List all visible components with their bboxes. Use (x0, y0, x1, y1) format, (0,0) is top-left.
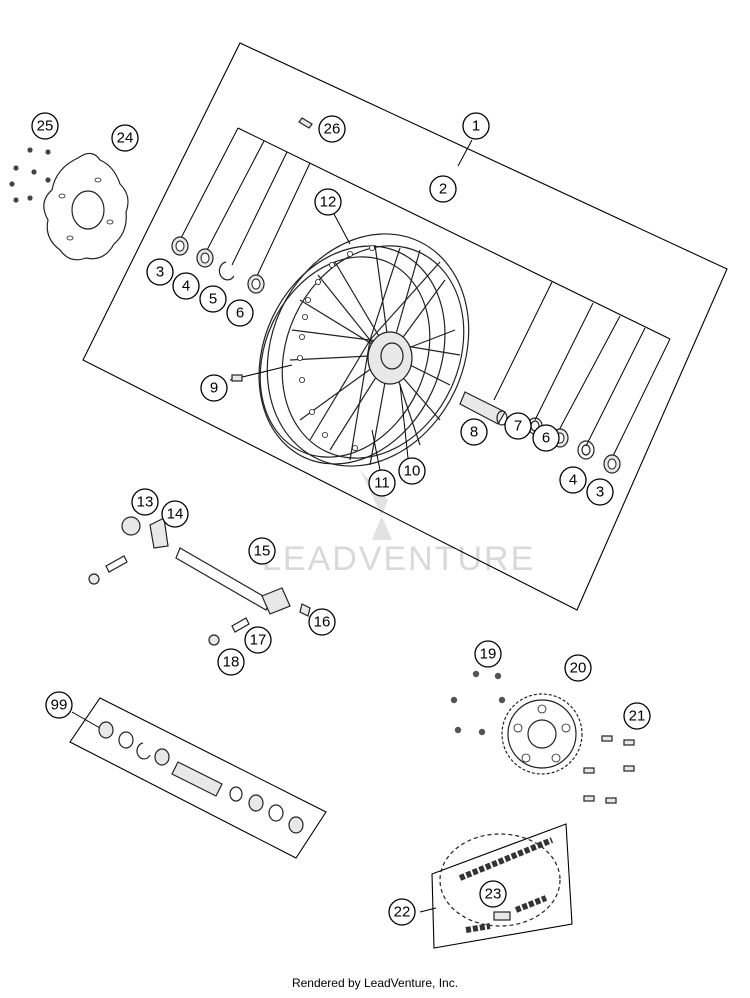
callout-7: 7 (504, 412, 532, 440)
brake-disc (43, 152, 129, 261)
callout-16: 16 (308, 608, 336, 636)
callout-12: 12 (314, 188, 351, 245)
svg-text:LEADVENTURE: LEADVENTURE (262, 540, 535, 578)
callout-6-left: 6 (226, 299, 254, 327)
svg-text:14: 14 (167, 506, 184, 523)
svg-text:20: 20 (570, 660, 587, 677)
svg-text:8: 8 (470, 424, 478, 441)
svg-text:24: 24 (117, 130, 134, 147)
callout-26: 26 (318, 115, 346, 143)
callout-9: 9 (200, 374, 228, 402)
callout-20: 20 (564, 654, 592, 682)
svg-text:3: 3 (156, 264, 164, 281)
disc-bolts (9, 147, 51, 203)
callout-22: 22 (388, 898, 416, 926)
svg-text:13: 13 (137, 494, 154, 511)
svg-text:5: 5 (209, 291, 217, 308)
bolt-26 (298, 117, 313, 129)
callout-11: 11 (368, 429, 396, 497)
callout-18: 18 (217, 648, 245, 676)
svg-text:2: 2 (439, 181, 447, 198)
svg-text:18: 18 (223, 654, 240, 671)
callout-3-right: 3 (586, 478, 614, 506)
svg-text:6: 6 (542, 430, 550, 447)
callout-15: 15 (248, 537, 276, 565)
svg-text:99: 99 (51, 697, 68, 714)
svg-text:4: 4 (569, 472, 577, 489)
watermark: LEADVENTURE (262, 470, 535, 578)
callout-24: 24 (111, 124, 139, 152)
callout-21: 21 (623, 702, 651, 730)
svg-text:4: 4 (182, 278, 190, 295)
svg-text:17: 17 (250, 632, 267, 649)
sprocket-bolts (583, 735, 635, 804)
svg-text:21: 21 (629, 708, 646, 725)
svg-text:22: 22 (394, 904, 411, 921)
valve (229, 364, 293, 382)
callout-25: 25 (31, 112, 59, 140)
sprocket (501, 693, 583, 775)
callout-14: 14 (161, 500, 189, 528)
wheel-assembly-frame (82, 42, 728, 611)
svg-text:19: 19 (480, 646, 497, 663)
bearing-kit (69, 697, 327, 859)
svg-text:3: 3 (596, 484, 604, 501)
callout-17: 17 (244, 626, 272, 654)
rear-wheel (258, 233, 470, 467)
svg-text:6: 6 (236, 305, 244, 322)
callout-23: 23 (479, 880, 507, 908)
callout-4-left: 4 (172, 272, 200, 300)
callout-6-right: 6 (532, 424, 560, 452)
svg-text:23: 23 (485, 886, 502, 903)
callout-5: 5 (199, 285, 227, 313)
svg-text:9: 9 (210, 380, 218, 397)
callout-8: 8 (460, 418, 488, 446)
sprocket-nuts (450, 670, 506, 736)
callout-3-left: 3 (146, 258, 174, 286)
svg-text:15: 15 (254, 543, 271, 560)
axle-assembly (88, 516, 311, 646)
svg-text:26: 26 (324, 121, 341, 138)
callout-1: 1 (462, 112, 490, 140)
left-bearing-set (171, 236, 265, 294)
callout-4-right: 4 (559, 466, 587, 494)
callout-19: 19 (474, 640, 502, 668)
callout-99: 99 (45, 691, 73, 719)
svg-text:10: 10 (404, 463, 421, 480)
svg-text:16: 16 (314, 614, 331, 631)
callout-10: 10 (398, 383, 426, 485)
svg-text:1: 1 (472, 118, 480, 135)
svg-text:12: 12 (320, 194, 337, 211)
footer-credit: Rendered by LeadVenture, Inc. (291, 976, 459, 990)
chain-kit (419, 823, 573, 949)
svg-text:11: 11 (374, 475, 390, 492)
callout-13: 13 (131, 488, 159, 516)
callout-2: 2 (429, 175, 457, 203)
svg-text:25: 25 (37, 118, 54, 135)
svg-text:7: 7 (514, 418, 522, 435)
